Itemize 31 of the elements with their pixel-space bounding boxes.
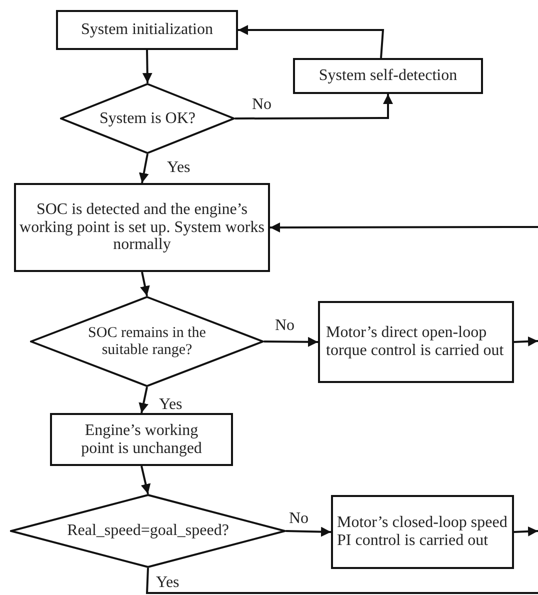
process-box — [293, 58, 483, 94]
node-text: System is OK? — [98, 110, 196, 128]
arrow — [235, 94, 393, 120]
node-text: System initialization — [80, 21, 214, 39]
arrow — [286, 526, 332, 537]
arrow — [238, 25, 384, 58]
node-text: Engine’s working point is unchanged — [80, 422, 203, 458]
decision-diamond — [30, 296, 264, 387]
node-text: SOC remains in the suitable range? — [87, 325, 207, 358]
node-text: SOC is detected and the engine’s working point is set up. System works normally — [18, 201, 266, 254]
arrow — [264, 336, 318, 347]
arrow — [142, 50, 152, 84]
process-box — [56, 10, 238, 50]
decision-diamond — [10, 494, 286, 568]
arrow — [514, 336, 538, 346]
connector-line — [146, 568, 538, 594]
arrow — [514, 526, 538, 536]
process-box — [14, 183, 270, 272]
process-box — [318, 301, 514, 383]
decision-diamond — [60, 83, 235, 154]
node-text: Real_speed=goal_speed? — [66, 522, 230, 540]
arrow — [140, 466, 151, 494]
arrow — [140, 272, 150, 296]
node-text: Motor’s direct open-loop torque control is carried out — [325, 324, 505, 360]
arrow — [270, 222, 538, 232]
node-text: System self-detection — [318, 67, 458, 85]
arrow — [138, 386, 148, 414]
process-box — [50, 413, 233, 466]
node-text: Motor’s closed-loop speed PI control is carried out — [336, 514, 508, 550]
process-box — [331, 495, 514, 569]
arrow — [138, 154, 149, 184]
